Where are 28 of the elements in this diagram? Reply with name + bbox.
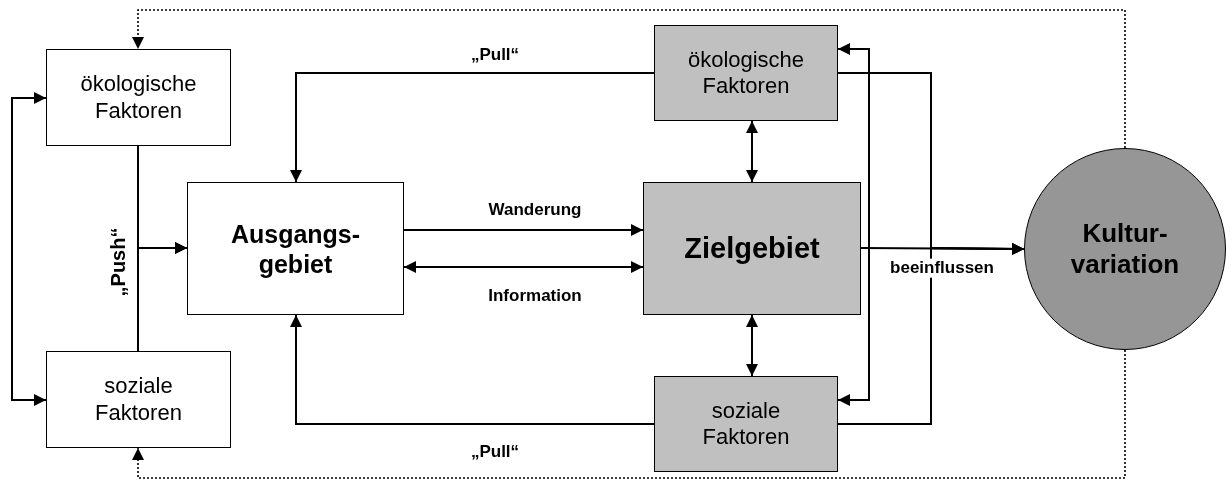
- arrow: [132, 9, 1126, 149]
- node-label: Ausgangs- gebiet: [230, 218, 361, 279]
- edge-label: beeinflussen: [888, 258, 996, 278]
- arrow: [137, 242, 188, 352]
- arrow: [837, 247, 870, 406]
- node-label: soziale Faktoren: [701, 397, 791, 451]
- process-box: [187, 182, 404, 315]
- node-label: Kultur- variation: [1069, 217, 1181, 281]
- node-label: Zielgebiet: [684, 231, 820, 266]
- arrow: [837, 43, 870, 249]
- arrow: [837, 242, 1025, 425]
- node-label: ökologische Faktoren: [79, 71, 198, 124]
- node-label: soziale Faktoren: [94, 373, 183, 426]
- process-box: [654, 25, 838, 121]
- arrow: [132, 349, 1126, 479]
- process-box: [46, 351, 231, 448]
- arrow: [746, 120, 758, 183]
- arrow: [746, 314, 758, 377]
- arrow: [403, 224, 644, 236]
- edge-label: Wanderung: [486, 200, 584, 220]
- process-box: [654, 376, 838, 472]
- arrow: [290, 72, 655, 183]
- arrow: [290, 314, 655, 425]
- node-label: ökologische Faktoren: [686, 46, 806, 100]
- process-box: [46, 49, 231, 146]
- arrow: [403, 261, 644, 273]
- process-box: [643, 182, 861, 315]
- arrow: [11, 92, 47, 406]
